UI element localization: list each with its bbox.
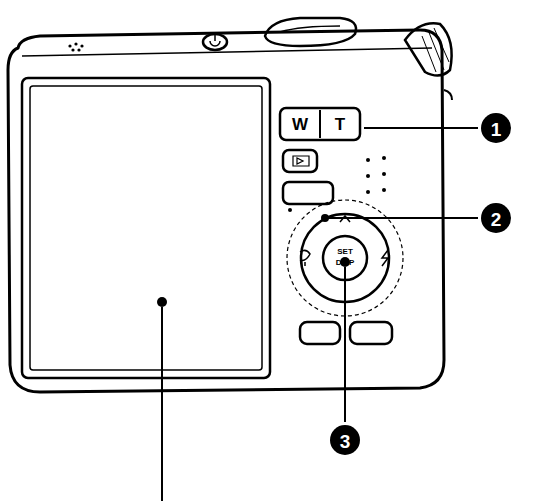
bottom-button xyxy=(300,322,340,344)
button-label: SET xyxy=(337,248,353,256)
flash-icon xyxy=(382,250,388,266)
lcd-screen xyxy=(30,86,262,370)
leader-lines xyxy=(162,128,478,501)
shutter-top xyxy=(280,26,340,32)
playback-button xyxy=(283,150,317,172)
dial-knurl xyxy=(422,28,449,72)
button-label: DISP xyxy=(336,259,355,267)
body-edge xyxy=(22,48,432,56)
callout-number: 3 xyxy=(340,432,351,451)
playback-icon xyxy=(293,156,309,166)
power-button xyxy=(203,34,227,50)
zoom-tele-label: T xyxy=(335,116,345,133)
left-icon xyxy=(300,250,310,266)
camera-body xyxy=(8,30,444,392)
shutter-button xyxy=(265,18,356,46)
menu-button xyxy=(283,182,333,204)
callout-number: 1 xyxy=(491,120,502,139)
lcd-frame xyxy=(22,78,270,378)
mode-dial xyxy=(405,23,452,75)
zoom-wide-label: W xyxy=(292,116,308,133)
bottom-button xyxy=(350,322,392,344)
rocker-divider xyxy=(319,110,321,138)
power-icon xyxy=(210,35,220,46)
strap-lug xyxy=(444,90,452,100)
indicator-dots xyxy=(366,156,386,194)
zoom-rocker xyxy=(280,108,360,140)
callout-number: 2 xyxy=(491,210,502,229)
callout-markers xyxy=(157,113,511,455)
speaker-holes xyxy=(68,42,83,51)
small-dot xyxy=(288,208,292,212)
